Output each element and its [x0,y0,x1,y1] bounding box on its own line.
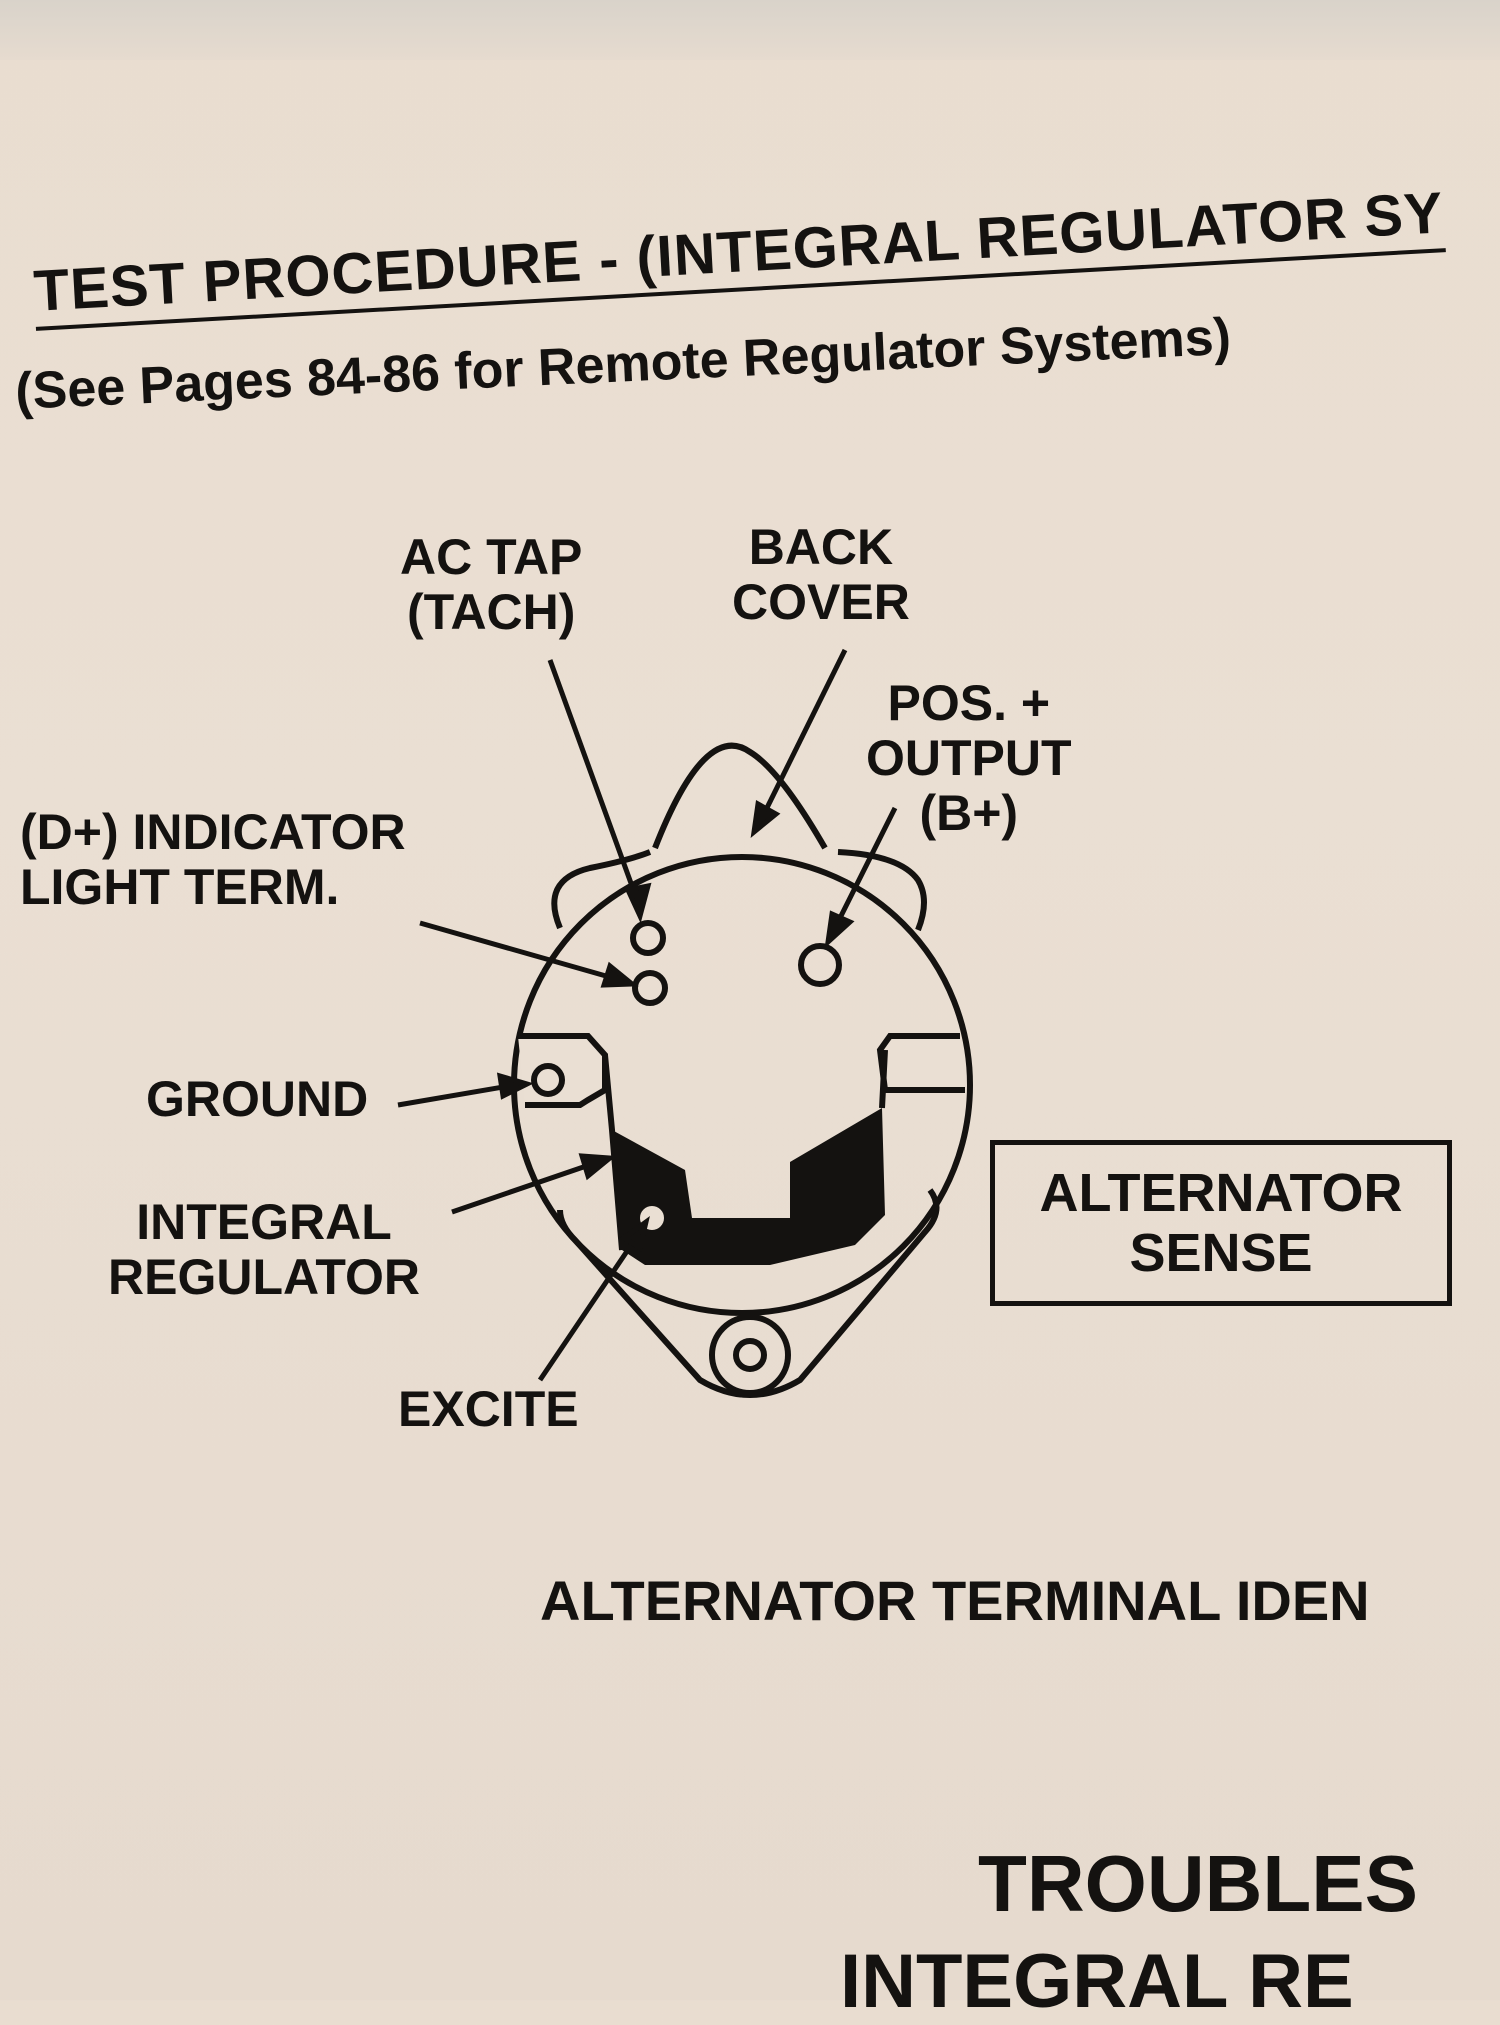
back-cover-leader [757,648,848,824]
indicator-leader [419,920,621,983]
upper-left-ear [551,849,652,930]
right-bracket [876,1033,965,1093]
pos-output-arrowhead [824,910,855,949]
mount-hole-outer [709,1314,791,1396]
pos-output-terminal [798,943,842,987]
section-subtitle: INTEGRAL RE [840,1939,1354,2024]
regulator-outline [602,1049,888,1251]
back-cover-hump [652,742,828,850]
section-title: TROUBLES [978,1839,1418,1928]
ground-arrowhead [496,1072,534,1100]
mount-hole-inner [733,1338,767,1372]
pos-output-label: POS. + OUTPUT (B+) [866,675,1072,841]
page-edge [0,0,1500,60]
ground-terminal [531,1063,565,1097]
ground-leader [397,1082,516,1108]
upper-right-ear [837,849,927,932]
regulator-leader [451,1159,599,1215]
alternator-sense-label: ALTERNATOR SENSE [1039,1163,1403,1283]
excite-arrowhead [619,1216,650,1252]
ac-tap-leader [547,659,643,909]
ac-tap-terminal [630,920,666,956]
integral-regulator-block [612,1108,885,1265]
pos-output-leader [829,806,898,936]
back-cover-label: BACK COVER [732,519,910,630]
excite-label: EXCITE [398,1381,579,1437]
ac-tap-arrowhead [624,882,652,924]
excite-leader [537,1230,643,1382]
ground-label: GROUND [146,1071,369,1127]
ac-tap-label: AC TAP (TACH) [400,529,583,640]
integral-regulator-label: INTEGRAL REGULATOR [108,1194,421,1305]
figure-caption: ALTERNATOR TERMINAL IDEN [540,1569,1370,1632]
indicator-arrowhead [600,961,639,988]
indicator-light-label: (D+) INDICATOR LIGHT TERM. [20,804,406,915]
indicator-light-terminal [632,970,668,1006]
alternator-sense-box: ALTERNATOR SENSE [990,1140,1452,1306]
back-cover-arrowhead [750,800,781,838]
regulator-arrowhead [578,1153,617,1181]
